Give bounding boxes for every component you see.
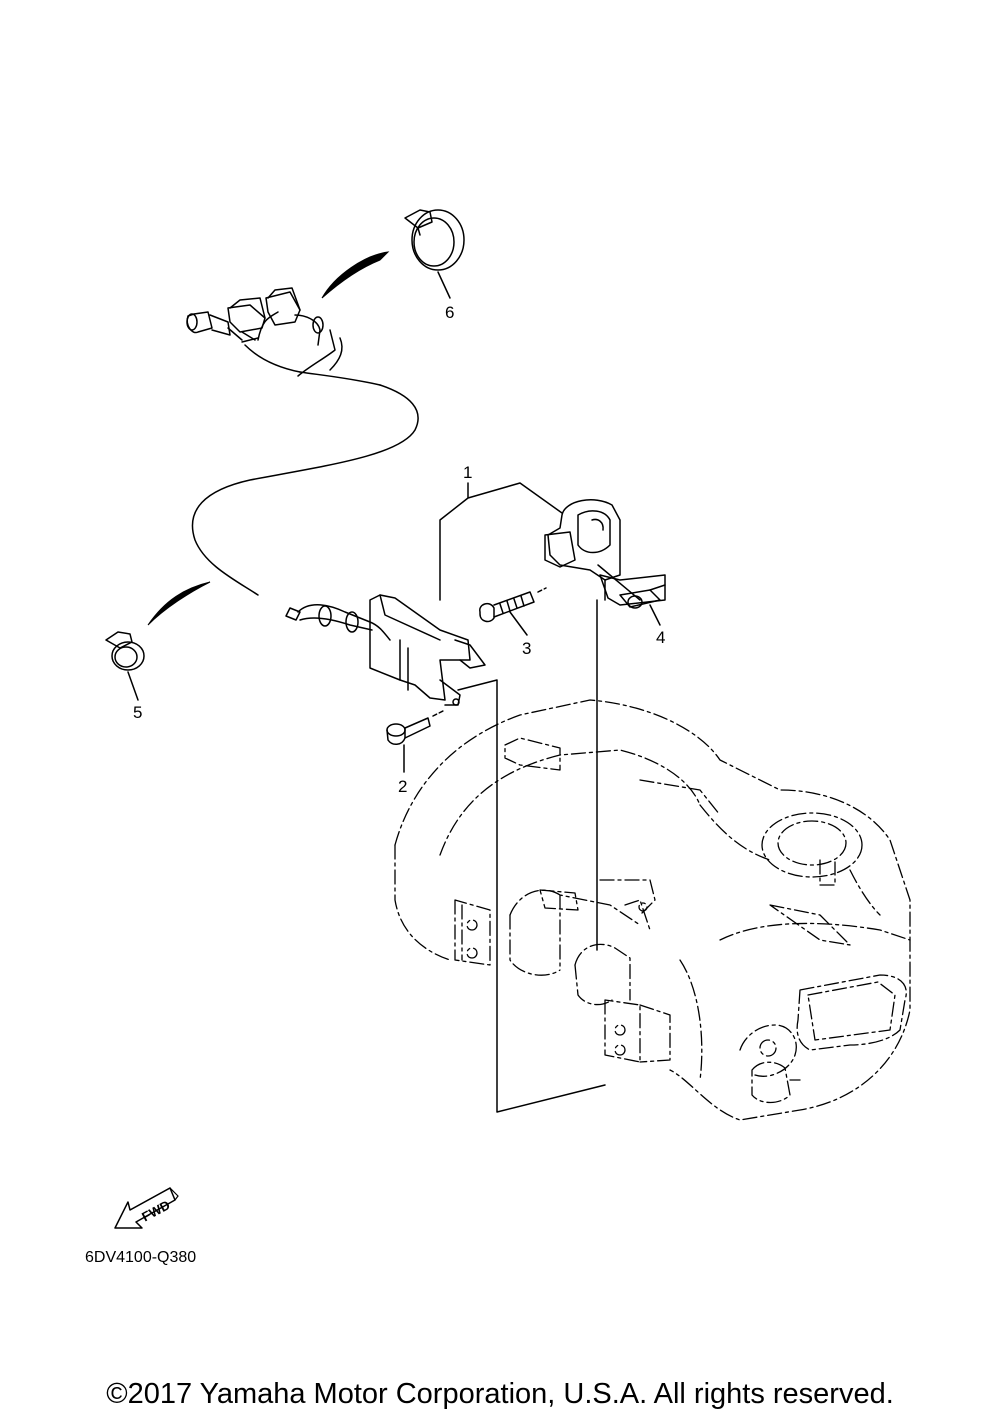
assembly-arrow-icon <box>321 251 390 299</box>
connector-2 <box>227 297 266 341</box>
callout-6: 6 <box>445 303 454 322</box>
copyright-notice: ©2017 Yamaha Motor Corporation, U.S.A. A… <box>106 1378 894 1410</box>
screw-part-3 <box>479 587 547 623</box>
leader-line-4 <box>649 604 661 626</box>
connector-1 <box>186 311 243 341</box>
callout-4: 4 <box>656 628 665 647</box>
part-code: 6DV4100-Q380 <box>85 1249 196 1266</box>
bolt-part-2 <box>386 709 446 745</box>
sensor-body <box>369 594 486 706</box>
leader-line-3 <box>509 611 528 636</box>
guide-line <box>457 679 606 1113</box>
mount-bracket-outline <box>394 699 911 1121</box>
callout-5: 5 <box>133 703 142 722</box>
connector-3 <box>265 287 324 346</box>
trim-sensor-clamp <box>544 499 641 601</box>
leader-line-1 <box>439 482 563 601</box>
wire-harness <box>191 311 419 641</box>
assembly-arrow-icon <box>147 581 211 626</box>
hose-clip-part-5 <box>105 631 145 671</box>
lever-part-4 <box>599 574 666 609</box>
leader-line-5 <box>127 671 139 701</box>
leader-line-6 <box>437 271 451 299</box>
callout-2: 2 <box>398 777 407 796</box>
clamp-band-part-6 <box>404 209 465 271</box>
fwd-arrow-icon: FWD <box>114 1187 179 1229</box>
callout-3: 3 <box>522 639 531 658</box>
callout-1: 1 <box>463 463 472 482</box>
